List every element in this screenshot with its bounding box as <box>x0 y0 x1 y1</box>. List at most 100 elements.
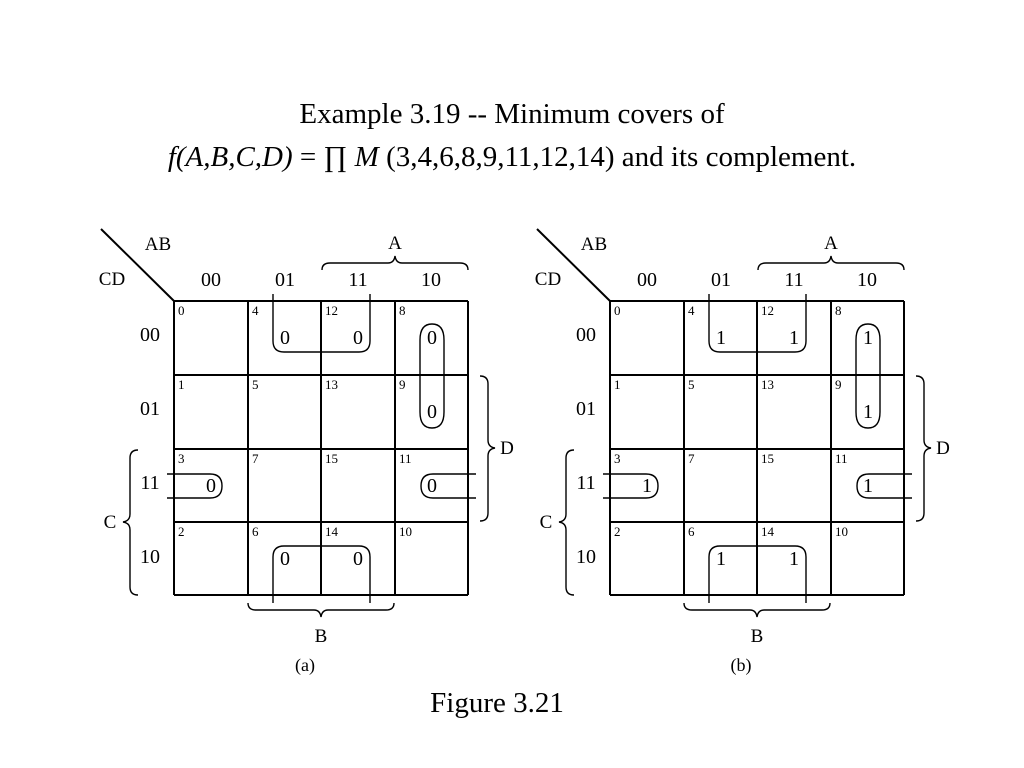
col-header: 01 <box>711 269 731 291</box>
col-header: 01 <box>275 269 295 291</box>
cell-index: 7 <box>688 451 695 466</box>
cell-index: 4 <box>688 303 695 318</box>
bracket-d-label: D <box>500 438 514 459</box>
cell-value: 0 <box>280 327 290 349</box>
bracket-a <box>321 255 469 271</box>
row-header: 11 <box>576 472 595 494</box>
map-caption: (a) <box>295 655 315 676</box>
col-variables-label: AB <box>581 234 607 255</box>
cell-index: 10 <box>399 524 412 539</box>
row-header: 11 <box>140 472 159 494</box>
cell-index: 0 <box>614 303 621 318</box>
cell-value: 0 <box>206 475 216 497</box>
cell-index: 3 <box>614 451 621 466</box>
bracket-d <box>915 375 932 522</box>
cell-value: 1 <box>716 548 726 570</box>
cell-index: 13 <box>325 377 338 392</box>
row-header: 00 <box>576 324 596 346</box>
title-product-operator: = ∏ <box>293 141 355 173</box>
cell-value: 1 <box>789 327 799 349</box>
row-header: 01 <box>140 398 160 420</box>
cover-loop-left-wrap <box>603 473 659 499</box>
cell-index: 4 <box>252 303 259 318</box>
cell-index: 12 <box>325 303 338 318</box>
bracket-b <box>683 602 831 618</box>
cell-index: 12 <box>761 303 774 318</box>
bracket-a-label: A <box>824 233 838 254</box>
cell-value: 1 <box>642 475 652 497</box>
cell-value: 1 <box>863 475 873 497</box>
row-variables-label: CD <box>99 269 125 290</box>
row-header: 00 <box>140 324 160 346</box>
cell-value: 0 <box>427 327 437 349</box>
row-header: 10 <box>576 546 596 568</box>
cell-value: 0 <box>427 401 437 423</box>
cell-index: 8 <box>835 303 842 318</box>
cover-loop-bottom-middle <box>272 545 371 603</box>
cell-index: 6 <box>688 524 695 539</box>
cell-index: 7 <box>252 451 259 466</box>
col-header: 00 <box>637 269 657 291</box>
cell-value: 1 <box>863 401 873 423</box>
title-maxterm-list: (3,4,6,8,9,11,12,14) and its complement. <box>379 141 856 173</box>
bracket-c-label: C <box>104 512 117 533</box>
col-header: 10 <box>421 269 441 291</box>
cell-index: 14 <box>325 524 339 539</box>
bracket-a-label: A <box>388 233 402 254</box>
bracket-b <box>247 602 395 618</box>
cell-index: 6 <box>252 524 259 539</box>
title-line-2: f(A,B,C,D) = ∏ M (3,4,6,8,9,11,12,14) an… <box>168 141 856 173</box>
cell-index: 1 <box>178 377 185 392</box>
cell-index: 15 <box>325 451 338 466</box>
cover-loop-right-vertical <box>855 323 881 429</box>
bracket-d <box>479 375 496 522</box>
cell-value: 1 <box>863 327 873 349</box>
cell-index: 0 <box>178 303 185 318</box>
cell-value: 0 <box>353 548 363 570</box>
cell-index: 15 <box>761 451 774 466</box>
bracket-d-label: D <box>936 438 950 459</box>
col-header: 11 <box>348 269 367 291</box>
cover-loop-bottom-middle <box>708 545 807 603</box>
cell-index: 9 <box>399 377 406 392</box>
bracket-c <box>558 449 575 596</box>
corner-diagonal-line <box>536 228 611 302</box>
map-caption: (b) <box>731 655 752 676</box>
bracket-a <box>757 255 905 271</box>
bracket-b-label: B <box>315 626 328 647</box>
row-variables-label: CD <box>535 269 561 290</box>
cell-index: 11 <box>399 451 412 466</box>
cell-index: 3 <box>178 451 185 466</box>
bracket-c-label: C <box>540 512 553 533</box>
cell-index: 2 <box>614 524 621 539</box>
col-header: 10 <box>857 269 877 291</box>
title-function: f(A,B,C,D) <box>168 141 293 173</box>
cover-loop-right-wrap <box>856 473 912 499</box>
cell-index: 5 <box>252 377 259 392</box>
cell-index: 8 <box>399 303 406 318</box>
cell-index: 13 <box>761 377 774 392</box>
corner-diagonal-line <box>100 228 175 302</box>
figure-caption: Figure 3.21 <box>430 687 564 719</box>
col-variables-label: AB <box>145 234 171 255</box>
cell-index: 5 <box>688 377 695 392</box>
cell-index: 10 <box>835 524 848 539</box>
cover-loop-left-wrap <box>167 473 223 499</box>
cell-value: 0 <box>427 475 437 497</box>
cell-value: 0 <box>353 327 363 349</box>
cover-loop-right-wrap <box>420 473 476 499</box>
cover-loop-top-middle <box>708 294 807 353</box>
title-maxterm-symbol: M <box>354 141 381 173</box>
cell-value: 1 <box>789 548 799 570</box>
row-header: 10 <box>140 546 160 568</box>
cover-loop-right-vertical <box>419 323 445 429</box>
cell-index: 2 <box>178 524 185 539</box>
bracket-c <box>122 449 139 596</box>
col-header: 00 <box>201 269 221 291</box>
bracket-b-label: B <box>751 626 764 647</box>
col-header: 11 <box>784 269 803 291</box>
cell-index: 14 <box>761 524 775 539</box>
cell-index: 1 <box>614 377 621 392</box>
